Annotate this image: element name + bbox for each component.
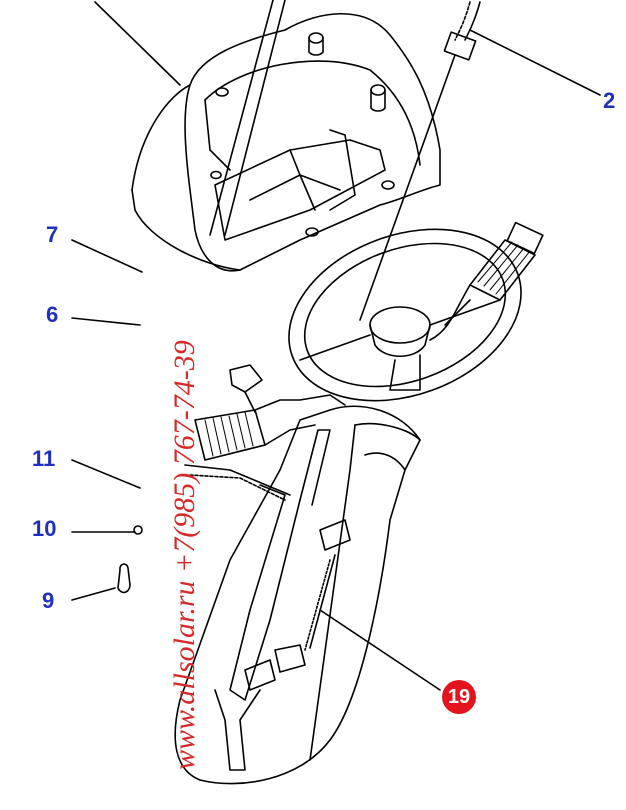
callout-6: 6 <box>46 302 59 327</box>
leader-line-6 <box>71 317 141 326</box>
leader-line-7 <box>71 239 143 273</box>
leader-line-11 <box>71 459 141 489</box>
callout-7: 7 <box>46 222 59 247</box>
screw-9 <box>117 563 131 594</box>
callout-2: 2 <box>603 88 616 113</box>
leader-line-2 <box>469 29 601 96</box>
callout-10: 10 <box>32 516 57 541</box>
steering-column <box>174 405 421 785</box>
callout-9: 9 <box>42 588 55 613</box>
steering-hub <box>369 306 431 344</box>
blower-housing <box>184 12 441 272</box>
leader-line-top <box>94 1 181 86</box>
callout-11: 11 <box>32 446 56 471</box>
housing-inner-rim <box>204 60 421 166</box>
callout-19-badge: 19 <box>442 680 476 714</box>
leader-line-19 <box>319 609 441 691</box>
watermark-text: www.allsolar.ru +7(985) 767-74-39 <box>168 340 201 770</box>
leader-line-9 <box>71 587 116 601</box>
steering-wheel <box>288 228 522 402</box>
